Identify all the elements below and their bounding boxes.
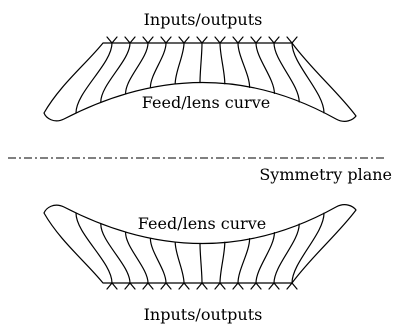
top-transmission-line xyxy=(219,42,226,85)
top-port-marker xyxy=(232,36,244,44)
bottom-port-marker xyxy=(106,282,118,290)
bottom-transmission-line xyxy=(125,231,149,284)
bottom-port-marker xyxy=(268,282,280,290)
top-transmission-line xyxy=(100,42,131,103)
top-transmission-line xyxy=(291,42,325,114)
top-transmission-line xyxy=(273,42,300,103)
bottom-transmission-line xyxy=(149,238,167,284)
top-feed-lens-curve-label: Feed/lens curve xyxy=(142,93,270,112)
bottom-transmission-line xyxy=(255,231,275,284)
bottom-transmission-lines xyxy=(75,212,325,284)
top-port-marker xyxy=(250,36,262,44)
top-transmission-line xyxy=(75,42,113,114)
top-port-marker xyxy=(142,36,154,44)
bottom-lens-outline xyxy=(43,204,357,284)
top-transmission-line xyxy=(149,42,167,88)
bottom-port-marker xyxy=(142,282,154,290)
top-port-marker xyxy=(286,36,298,44)
top-port-marker xyxy=(160,36,172,44)
top-port-marker xyxy=(178,36,190,44)
top-io-label: Inputs/outputs xyxy=(144,10,263,29)
bottom-transmission-line xyxy=(291,212,325,284)
top-transmission-line xyxy=(174,42,185,85)
bottom-transmission-line xyxy=(174,241,185,284)
top-lens-outline xyxy=(43,42,357,122)
bottom-port-marker xyxy=(178,282,190,290)
symmetry-plane: Symmetry plane xyxy=(8,157,392,184)
top-port-markers xyxy=(106,36,298,44)
top-transmission-line xyxy=(199,42,203,84)
bottom-io-label: Inputs/outputs xyxy=(144,305,263,324)
symmetry-plane-label: Symmetry plane xyxy=(259,165,392,184)
bottom-port-marker xyxy=(196,282,208,290)
top-transmission-line xyxy=(255,42,275,95)
bottom-transmission-line xyxy=(199,242,203,284)
bottom-port-marker xyxy=(250,282,262,290)
top-port-marker xyxy=(214,36,226,44)
top-transmission-lines xyxy=(75,42,325,114)
bottom-port-marker xyxy=(124,282,136,290)
bottom-port-marker xyxy=(214,282,226,290)
bottom-transmission-line xyxy=(237,238,251,284)
bottom-port-marker xyxy=(160,282,172,290)
bottom-transmission-line xyxy=(75,212,113,284)
bottom-transmission-line xyxy=(100,223,131,284)
bottom-port-markers xyxy=(106,282,298,290)
bottom-transmission-line xyxy=(219,241,226,284)
top-port-marker xyxy=(106,36,118,44)
bottom-feed-lens-curve-label: Feed/lens curve xyxy=(138,214,266,233)
top-transmission-line xyxy=(125,42,149,95)
top-port-marker xyxy=(196,36,208,44)
bottom-port-marker xyxy=(286,282,298,290)
top-transmission-line xyxy=(237,42,251,88)
top-port-marker xyxy=(124,36,136,44)
top-lens: Inputs/outputs Feed/lens curve xyxy=(43,10,357,122)
bottom-lens: Feed/lens curve Inputs/outputs xyxy=(43,204,357,324)
top-port-marker xyxy=(268,36,280,44)
bottom-transmission-line xyxy=(273,223,300,284)
bottom-port-marker xyxy=(232,282,244,290)
